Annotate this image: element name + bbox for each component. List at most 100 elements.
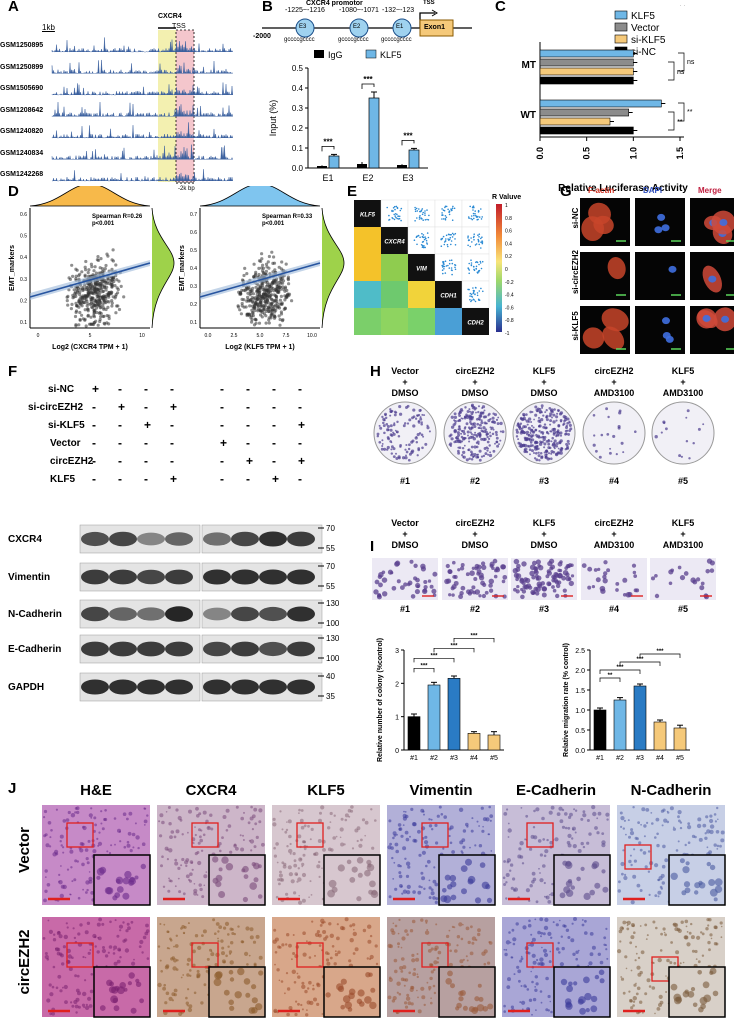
legend-swatch xyxy=(614,34,628,44)
sig-label: ns xyxy=(677,69,685,76)
stained-nucleus xyxy=(428,963,433,967)
colony xyxy=(468,440,471,443)
stained-nucleus xyxy=(171,992,176,997)
invasion-number: #2 xyxy=(469,604,480,614)
stained-nucleus xyxy=(311,920,314,923)
stained-nucleus xyxy=(477,932,481,937)
stained-nucleus xyxy=(174,944,179,948)
stained-nucleus xyxy=(61,962,65,966)
colony xyxy=(555,434,558,438)
invaded-cell xyxy=(423,584,428,590)
scatter-point xyxy=(422,211,424,214)
inset-nucleus xyxy=(242,865,249,873)
scatter-point xyxy=(251,300,255,304)
stained-nucleus xyxy=(187,1007,193,1013)
stained-nucleus xyxy=(637,821,640,824)
y-tick-label: 0.3 xyxy=(190,284,197,290)
colony xyxy=(478,458,482,462)
scatter-point xyxy=(272,255,276,259)
stained-nucleus xyxy=(617,889,621,893)
colony xyxy=(402,424,406,428)
invaded-cell xyxy=(557,573,563,579)
y-axis-label: EMT_markers xyxy=(9,245,16,291)
stained-nucleus xyxy=(44,954,49,960)
stained-nucleus xyxy=(561,946,565,951)
stained-nucleus xyxy=(289,842,292,846)
stained-nucleus xyxy=(276,968,280,972)
colony xyxy=(532,426,535,429)
stained-nucleus xyxy=(201,934,204,937)
colony xyxy=(387,437,391,441)
stained-nucleus xyxy=(655,817,660,822)
stained-nucleus xyxy=(621,872,624,876)
scatter-point xyxy=(470,300,472,303)
stained-nucleus xyxy=(503,883,507,886)
colony xyxy=(568,423,572,427)
stained-nucleus xyxy=(720,838,725,843)
stained-nucleus xyxy=(559,819,564,824)
stained-nucleus xyxy=(94,935,97,939)
invaded-cell xyxy=(448,593,452,597)
invaded-cell xyxy=(602,574,607,580)
scatter-point xyxy=(441,264,443,267)
scatter-point xyxy=(475,261,477,264)
stained-nucleus xyxy=(394,924,398,928)
invaded-cell xyxy=(457,568,461,572)
stained-nucleus xyxy=(287,819,292,824)
scatter-point xyxy=(263,304,268,308)
legend-label: Vector xyxy=(631,23,660,34)
stained-nucleus xyxy=(541,946,543,949)
stained-nucleus xyxy=(462,958,465,961)
stained-nucleus xyxy=(309,1000,314,1006)
stained-nucleus xyxy=(507,822,510,825)
stained-nucleus xyxy=(597,952,601,956)
scatter-point xyxy=(112,279,116,284)
scatter-point xyxy=(418,216,421,219)
stained-nucleus xyxy=(520,985,523,987)
ihc-column-header: N-Cadherin xyxy=(630,782,712,799)
inset-nucleus xyxy=(357,872,363,878)
stained-nucleus xyxy=(567,936,571,939)
scatter-point xyxy=(107,295,111,299)
signal-track xyxy=(51,102,233,118)
inset-nucleus xyxy=(594,882,601,889)
stained-nucleus xyxy=(639,970,643,975)
colony xyxy=(550,430,553,433)
stained-nucleus xyxy=(488,805,492,809)
stained-nucleus xyxy=(470,925,473,929)
stained-nucleus xyxy=(165,991,170,996)
colony xyxy=(548,446,552,450)
stained-nucleus xyxy=(545,976,549,981)
scatter-point xyxy=(101,289,106,293)
stained-nucleus xyxy=(415,957,420,962)
inset-nucleus xyxy=(599,978,605,984)
scatter-point xyxy=(249,291,253,296)
inset-nucleus xyxy=(690,987,696,992)
inset-nucleus xyxy=(99,1005,106,1011)
cell-body xyxy=(602,326,625,350)
colony xyxy=(461,440,464,443)
inset-nucleus xyxy=(223,989,230,996)
stained-nucleus xyxy=(74,811,77,814)
scatter-point xyxy=(441,266,444,268)
scatter-point xyxy=(104,288,108,292)
stained-nucleus xyxy=(581,923,585,927)
stained-nucleus xyxy=(387,845,392,850)
stained-nucleus xyxy=(512,877,516,881)
stained-nucleus xyxy=(187,831,189,834)
scatter-point xyxy=(252,306,257,310)
stained-nucleus xyxy=(503,812,508,816)
scatter-point xyxy=(480,237,482,240)
scatter-point xyxy=(290,299,294,303)
sign-right: - xyxy=(220,418,224,432)
stained-nucleus xyxy=(506,808,509,811)
invaded-cell xyxy=(692,579,698,585)
invaded-cell xyxy=(450,586,455,591)
scatter-point xyxy=(471,218,474,221)
scatter-point xyxy=(422,234,425,236)
protein-band xyxy=(81,679,109,695)
stained-nucleus xyxy=(106,850,109,853)
stained-nucleus xyxy=(420,918,424,922)
scatter-point xyxy=(98,310,102,315)
stained-nucleus xyxy=(558,951,561,954)
